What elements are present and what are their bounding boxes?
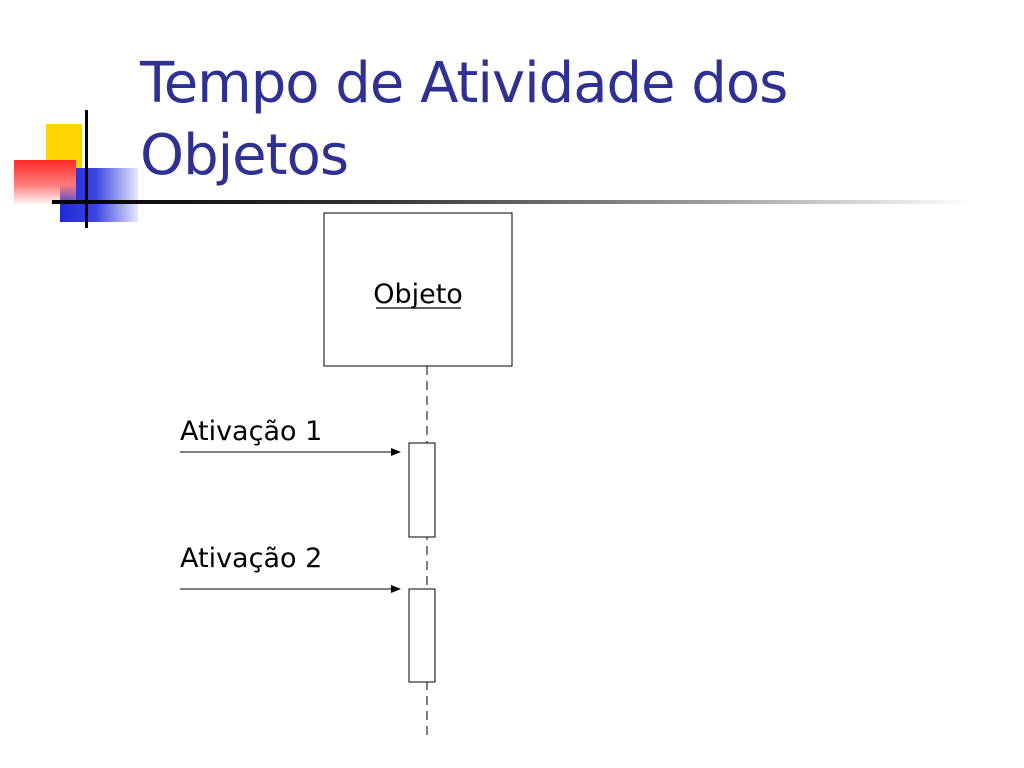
object-label: Objeto: [373, 279, 463, 310]
activation-2-label: Ativação 2: [180, 543, 322, 574]
title-underline-rule: [52, 200, 972, 204]
object-box: [323, 212, 513, 367]
decorative-red-square: [14, 160, 76, 204]
activation-1-label: Ativação 1: [180, 416, 322, 447]
activation-2-bar: [408, 588, 436, 683]
slide-title: Tempo de Atividade dos Objetos: [140, 51, 788, 188]
activation-1-bar: [408, 442, 436, 538]
decorative-vertical-line: [85, 110, 88, 228]
